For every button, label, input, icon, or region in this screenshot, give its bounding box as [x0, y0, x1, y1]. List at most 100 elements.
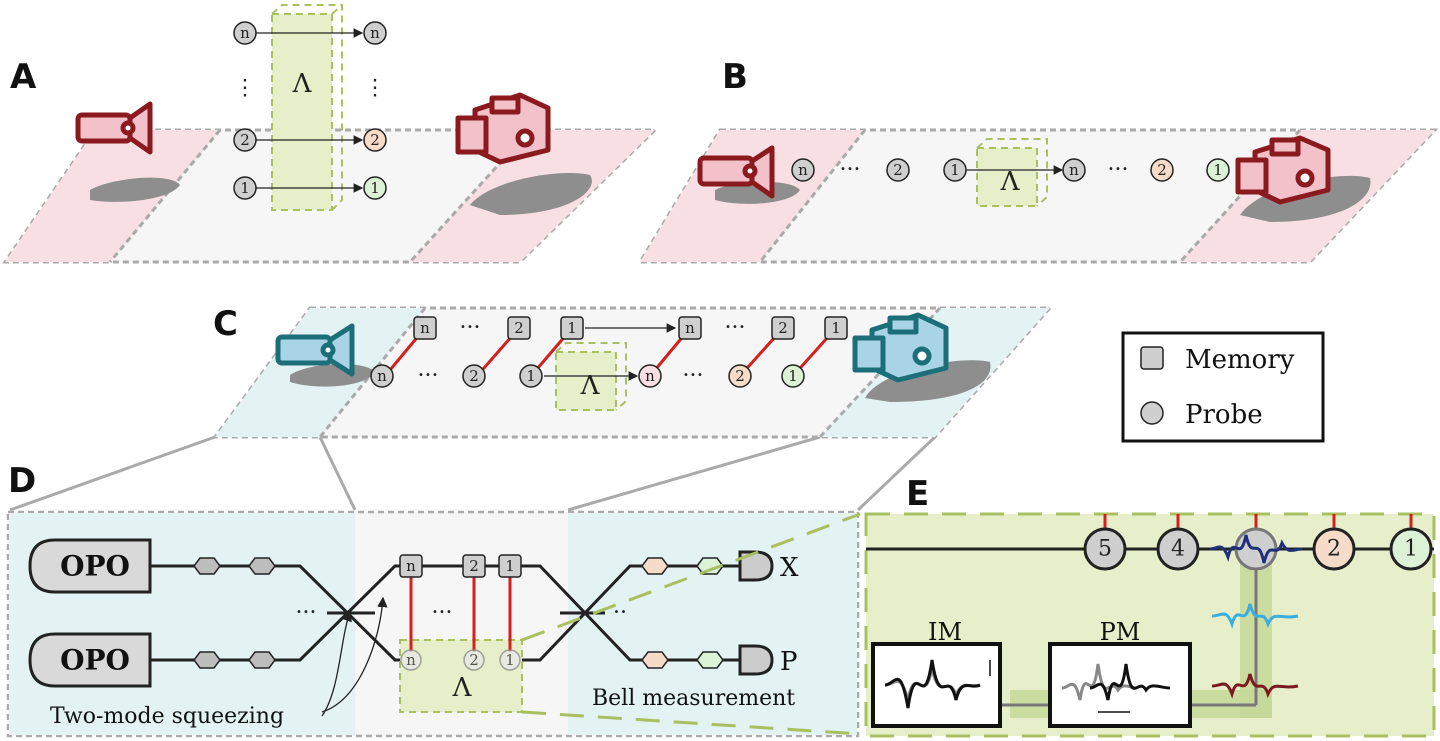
panel-a-camera-shadow — [470, 173, 592, 215]
panel-e-probes: 5 4 2 1 — [1083, 527, 1433, 571]
panel-e: E 5 4 2 1 — [864, 474, 1436, 738]
panel-c-camera-shadow — [865, 360, 991, 402]
panel-d-dots-measure: ·· — [613, 601, 627, 626]
panel-b-lambda-box: Λ — [976, 138, 1048, 207]
panel-d-ellipsis-memories: ··· — [432, 601, 453, 626]
panel-a: A Λ — [2, 4, 659, 264]
panel-e-probe-4: 4 — [1171, 537, 1185, 562]
panel-a-probe-1-in-label: 1 — [240, 179, 250, 197]
panel-a-probe-n-in-label: n — [240, 24, 250, 42]
panel-a-lambda-box: Λ — [271, 4, 343, 211]
panel-e-probe-2: 2 — [1327, 537, 1341, 562]
panel-c-probe-ellipsis-right: ··· — [683, 364, 704, 389]
panel-b-lambda-label: Λ — [1000, 167, 1021, 197]
legend-probe-swatch — [1140, 401, 1164, 425]
opo-bottom: OPO — [28, 632, 152, 688]
panel-d: D OPO OPO ··· — [6, 461, 861, 738]
panel-b-flashlight-shadow — [715, 181, 800, 204]
panel-b-probe-2-in: 2 — [893, 161, 903, 179]
legend: Memory Probe — [1121, 331, 1325, 443]
panel-d-memory-1: 1 — [505, 557, 515, 575]
panel-d-probe-n: n — [406, 651, 416, 669]
panel-e-navy-pulse — [1209, 534, 1303, 564]
panel-c-probe-ellipsis-left: ··· — [418, 364, 439, 389]
panel-d-probes: n 2 1 — [400, 649, 521, 671]
panel-a-probe-2-in-label: 2 — [240, 131, 250, 149]
panel-b-flashlight-icon — [697, 145, 775, 199]
panel-d-probe-1: 1 — [505, 651, 515, 669]
panel-a-probe-1-out — [363, 176, 387, 200]
panel-c-camera-icon — [852, 312, 949, 383]
panel-e-probe-5: 5 — [1098, 537, 1112, 562]
panel-c-memories: n ··· 2 1 n ··· 2 1 — [413, 316, 848, 341]
panel-c-probe-n-in: n — [377, 367, 387, 385]
panel-d-entanglement-links — [409, 574, 512, 652]
panel-e-memory-ticks — [1103, 514, 1413, 528]
panel-c-memory-n-in: n — [420, 319, 430, 337]
panel-d-source-pulses — [193, 557, 724, 669]
panel-d-lambda-label: Λ — [452, 673, 473, 703]
opo-bottom-label: OPO — [60, 644, 130, 677]
panel-c-memory-1-in: 1 — [567, 319, 577, 337]
panel-b-ellipsis-right: ··· — [1108, 158, 1129, 183]
panel-d-label: D — [8, 461, 36, 501]
panel-a-probes: n n ⋮ ⋮ 2 2 1 1 — [233, 21, 387, 200]
detector-x-label: X — [780, 553, 799, 583]
panel-b-ellipsis-left: ··· — [840, 158, 861, 183]
panel-b-probe-n-in: n — [798, 161, 808, 179]
panel-e-probe-1: 1 — [1404, 537, 1418, 562]
detector-p: P — [738, 644, 798, 677]
panel-d-lambda-box: Λ — [399, 639, 523, 713]
panel-a-vdots-right: ⋮ — [364, 76, 386, 101]
legend-memory-label: Memory — [1185, 345, 1295, 375]
panel-d-memories: n 2 1 — [399, 554, 522, 578]
pm-modulator: PM — [1048, 618, 1192, 728]
panel-c-probes: n ··· 2 1 n ··· 2 1 — [370, 364, 805, 389]
panel-a-camera-icon — [455, 92, 551, 165]
panel-a-label: A — [10, 57, 37, 97]
panel-a-probe-2-out-label: 2 — [370, 131, 380, 149]
panel-c-memory-1-out: 1 — [831, 319, 841, 337]
panel-e-blue-pulse — [1211, 603, 1299, 629]
panel-a-probe-1-in — [233, 176, 257, 200]
panel-b-probe-2-out: 2 — [1157, 161, 1167, 179]
panel-a-flashlight-icon — [75, 101, 153, 155]
im-label: IM — [928, 618, 962, 646]
panel-c-memory-ellipsis-right: ··· — [725, 316, 746, 341]
legend-memory-swatch — [1140, 346, 1164, 370]
panel-c-flashlight-icon — [275, 323, 355, 377]
panel-a-probe-n-out-label: n — [370, 24, 380, 42]
opo-top: OPO — [28, 538, 152, 594]
panel-d-memory-n: n — [406, 557, 416, 575]
panel-c-label: C — [213, 304, 238, 344]
panel-b-probe-n-out: n — [1069, 161, 1079, 179]
pm-label: PM — [1100, 618, 1141, 646]
panel-c-memory-n-out: n — [685, 319, 695, 337]
panel-c-probe-2-out: 2 — [735, 367, 745, 385]
panel-c-memory-2-out: 2 — [778, 319, 788, 337]
detector-p-label: P — [780, 647, 798, 677]
panel-a-probe-n-in — [233, 21, 257, 45]
panel-b-probe-1-in: 1 — [950, 161, 960, 179]
panel-c-lambda-box: Λ — [555, 342, 627, 411]
panel-c-memory-2-in: 2 — [514, 319, 524, 337]
panel-e-red-pulse — [1211, 673, 1299, 699]
panel-c: C — [9, 304, 1054, 512]
panel-b-probe-1-out: 1 — [1213, 161, 1223, 179]
panel-a-probe-n-out — [363, 21, 387, 45]
panel-c-probe-1-in: 1 — [526, 367, 536, 385]
panel-c-probe-2-in: 2 — [469, 367, 479, 385]
panel-c-lambda-label: Λ — [580, 371, 601, 401]
panel-b-camera-icon — [1235, 135, 1331, 205]
panel-a-probe-2-in — [233, 128, 257, 152]
panel-b-probes: n ··· 2 1 n ··· 2 1 — [791, 158, 1230, 183]
panel-b-label: B — [722, 57, 748, 97]
panel-d-ellipsis-source: ··· — [296, 601, 317, 626]
im-modulator: IM — [871, 618, 1002, 728]
panel-c-memory-ellipsis-left: ··· — [460, 316, 481, 341]
panel-a-vdots-left: ⋮ — [234, 76, 256, 101]
legend-probe-label: Probe — [1185, 400, 1263, 430]
panel-c-probe-n-out: n — [645, 367, 655, 385]
two-mode-squeezing-label: Two-mode squeezing — [50, 704, 284, 729]
